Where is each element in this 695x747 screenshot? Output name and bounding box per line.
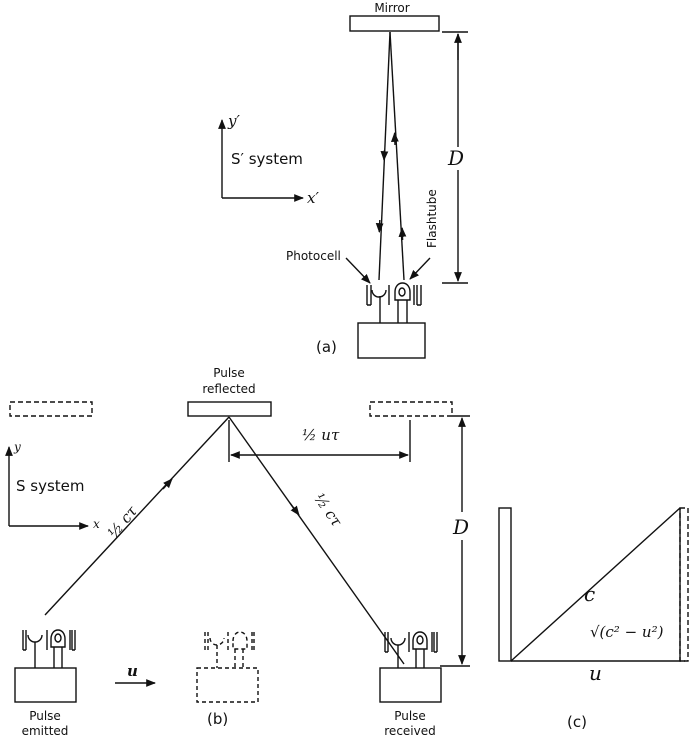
- caption-c: (c): [567, 713, 587, 731]
- pulse-emitted-label-2: emitted: [21, 724, 69, 738]
- s-prime-system-label: S′ system: [231, 150, 303, 168]
- flashtube-label: Flashtube: [425, 189, 439, 248]
- mirror-label: Mirror: [374, 1, 410, 15]
- pulse-received-label-2: received: [384, 724, 436, 738]
- panel-a: [218, 15, 468, 359]
- up-beam: [389, 31, 405, 281]
- base-u-label: u: [589, 661, 602, 685]
- caption-a: (a): [316, 338, 337, 356]
- distance-d-label-b: D: [453, 515, 470, 539]
- mirror-b-past: [9, 401, 93, 417]
- axis-y-label: y: [14, 440, 21, 454]
- pulse-reflected-label-1: Pulse: [213, 366, 245, 380]
- axis-y-prime-label: y′: [228, 112, 240, 130]
- side-sqrt-label: √(c² − u²): [590, 623, 664, 641]
- pulse-reflected-label-2: reflected: [202, 382, 256, 396]
- panel-c: [498, 507, 689, 662]
- mirror-a: [349, 15, 440, 32]
- hyp-c-label: c: [584, 582, 596, 606]
- velocity-u-label: u: [127, 662, 138, 680]
- pulse-received-label-1: Pulse: [394, 709, 426, 723]
- s-system-label: S system: [16, 477, 85, 495]
- axis-x-label: x: [93, 517, 100, 531]
- photocell-label: Photocell: [286, 249, 341, 263]
- distance-d-label-a: D: [448, 146, 465, 170]
- half-u-tau-label: ½ uτ: [302, 426, 340, 444]
- mirror-b-reflect: [187, 401, 272, 417]
- caption-b: (b): [207, 710, 229, 728]
- panel-b: [5, 401, 470, 703]
- mirror-b-future: [369, 401, 453, 417]
- axis-x-prime-label: x′: [307, 189, 319, 207]
- clock-bar: [498, 507, 512, 662]
- pulse-emitted-label-1: Pulse: [29, 709, 61, 723]
- hypotenuse-c: [510, 507, 681, 662]
